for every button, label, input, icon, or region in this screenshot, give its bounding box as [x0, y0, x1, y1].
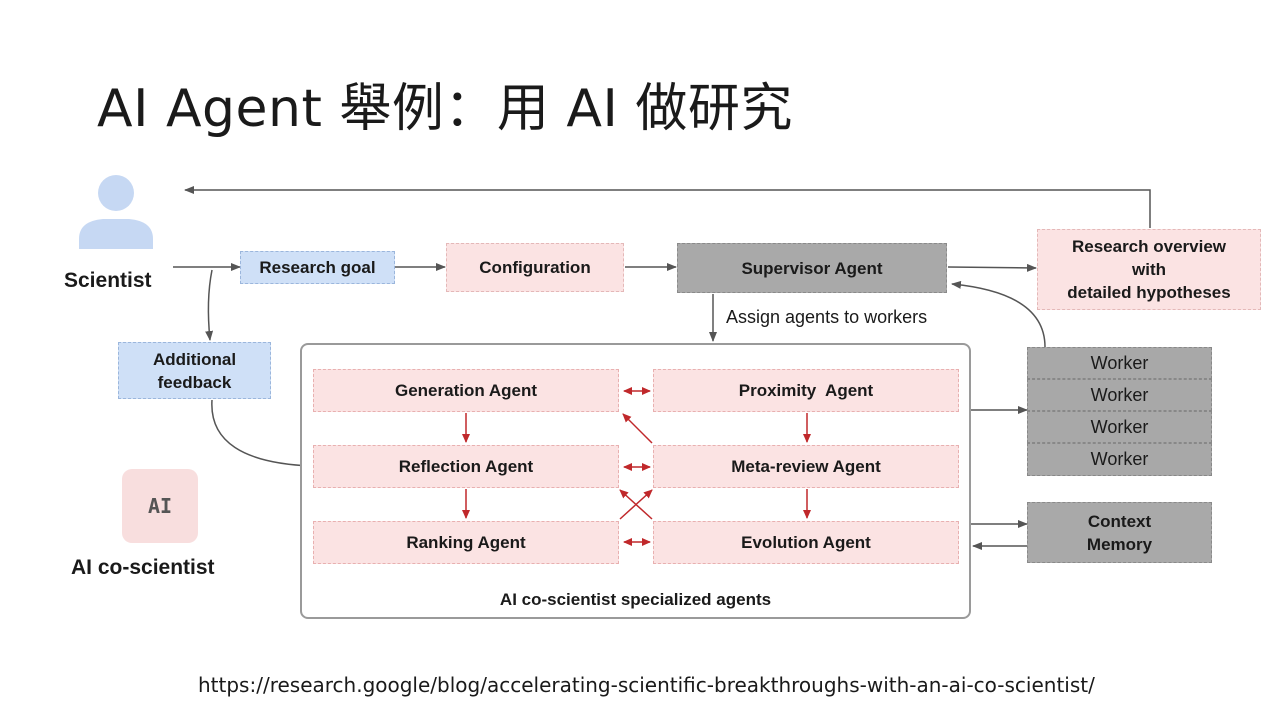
source-url: https://research.google/blog/acceleratin…	[198, 673, 1095, 697]
context-memory-box: Context Memory	[1027, 502, 1212, 563]
ai-logo-text: AI	[147, 494, 173, 518]
worker-box-1: Worker	[1027, 347, 1212, 379]
meta-review-agent-label: Meta-review Agent	[731, 457, 881, 476]
proximity-agent-box: Proximity Agent	[653, 369, 959, 412]
worker-label-2: Worker	[1090, 384, 1149, 405]
scientist-icon	[79, 175, 153, 249]
supervisor-to-output-arrow	[947, 263, 1037, 272]
research-overview-line-2: with	[1132, 260, 1166, 279]
research-overview-box: Research overview with detailed hypothes…	[1037, 229, 1261, 310]
assign-agents-label: Assign agents to workers	[726, 307, 928, 327]
scientist-label: Scientist	[64, 269, 152, 292]
worker-box-2: Worker	[1027, 379, 1212, 411]
ranking-agent-label: Ranking Agent	[406, 533, 526, 552]
configuration-box: Configuration	[446, 243, 624, 292]
worker-label-1: Worker	[1090, 352, 1149, 373]
additional-feedback-box: Additional feedback	[118, 342, 271, 399]
research-goal-label: Research goal	[259, 258, 376, 277]
context-memory-line-1: Context	[1087, 511, 1152, 531]
ai-co-scientist-label: AI co-scientist	[71, 556, 215, 579]
proximity-agent-label: Proximity Agent	[738, 381, 874, 400]
worker-box-4: Worker	[1027, 443, 1212, 476]
research-overview-line-1: Research overview	[1071, 237, 1227, 256]
worker-label-4: Worker	[1090, 449, 1149, 469]
supervisor-agent-box: Supervisor Agent	[677, 243, 947, 293]
context-memory-line-2: Memory	[1086, 534, 1153, 554]
reflection-agent-label: Reflection Agent	[398, 457, 534, 476]
configuration-label: Configuration	[479, 258, 591, 277]
specialized-agents-label: AI co-scientist specialized agents	[499, 590, 772, 609]
scientist-to-feedback-arrow	[205, 269, 214, 341]
additional-feedback-line-1: Additional	[152, 349, 237, 369]
output-to-scientist-arrow	[184, 186, 1151, 228]
reflection-agent-box: Reflection Agent	[313, 445, 619, 488]
worker-label-3: Worker	[1090, 416, 1149, 437]
worker-box-3: Worker	[1027, 411, 1212, 443]
feedback-to-reflection-arrow	[211, 399, 313, 470]
evolution-agent-box: Evolution Agent	[653, 521, 959, 564]
slide-title: AI Agent 舉例：用 AI 做研究	[97, 79, 793, 139]
research-goal-box: Research goal	[240, 251, 395, 284]
supervisor-agent-label: Supervisor Agent	[741, 258, 883, 278]
ai-co-scientist-logo: AI	[122, 469, 198, 543]
ranking-agent-box: Ranking Agent	[313, 521, 619, 564]
evolution-agent-label: Evolution Agent	[741, 533, 871, 552]
generation-agent-label: Generation Agent	[395, 381, 537, 400]
research-overview-line-3: detailed hypotheses	[1067, 283, 1231, 302]
workers-to-supervisor-arrow	[951, 280, 1046, 348]
additional-feedback-line-2: feedback	[157, 372, 232, 392]
generation-agent-box: Generation Agent	[313, 369, 619, 412]
meta-review-agent-box: Meta-review Agent	[653, 445, 959, 488]
